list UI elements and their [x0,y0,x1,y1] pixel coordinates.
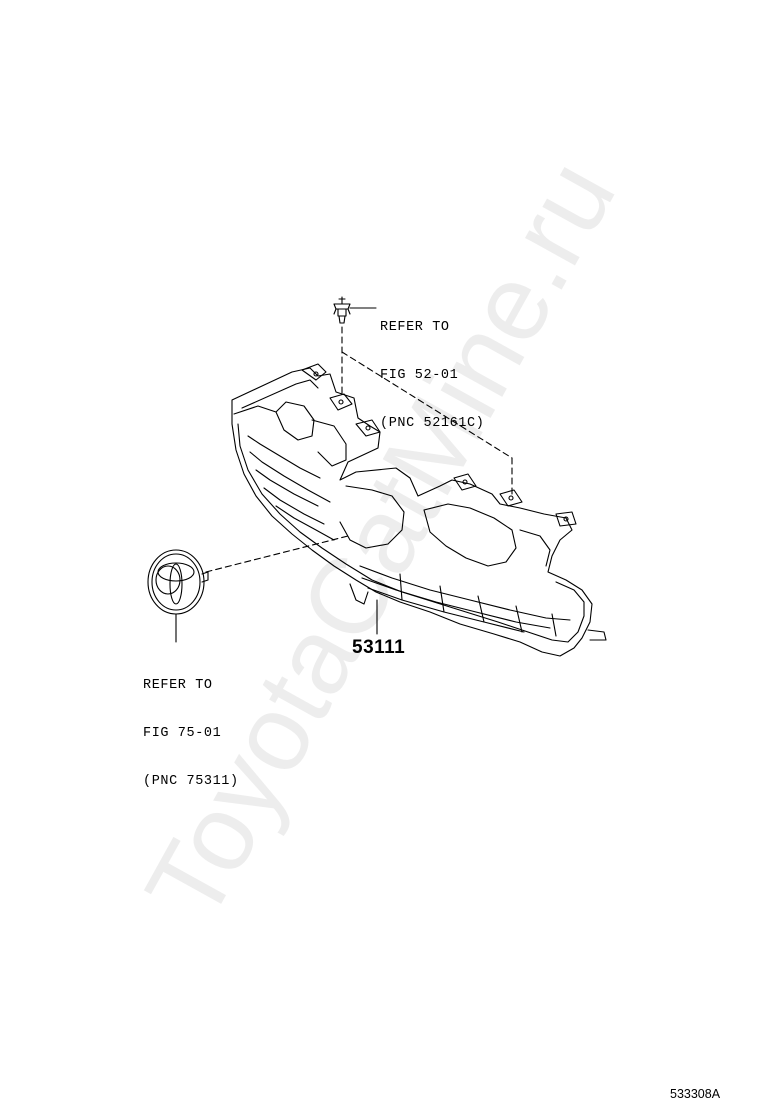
callout-line: (PNC 52161C) [380,416,485,431]
push-clip-icon [333,296,351,324]
callout-line: FIG 75-01 [143,726,222,741]
toyota-emblem-icon [147,549,209,615]
callout-line: FIG 52-01 [380,368,459,383]
emblem-reference-callout: REFER TO FIG 75-01 (PNC 75311) [143,646,239,806]
callout-line: REFER TO [380,320,450,335]
assembly-guide-lines [205,326,513,573]
radiator-grille-icon [231,363,607,657]
part-number-label: 53111 [352,637,406,658]
diagram-code-label: 533308A [670,1087,721,1101]
callout-line: (PNC 75311) [143,774,239,789]
callout-line: REFER TO [143,678,213,693]
clip-reference-callout: REFER TO FIG 52-01 (PNC 52161C) [380,288,484,448]
